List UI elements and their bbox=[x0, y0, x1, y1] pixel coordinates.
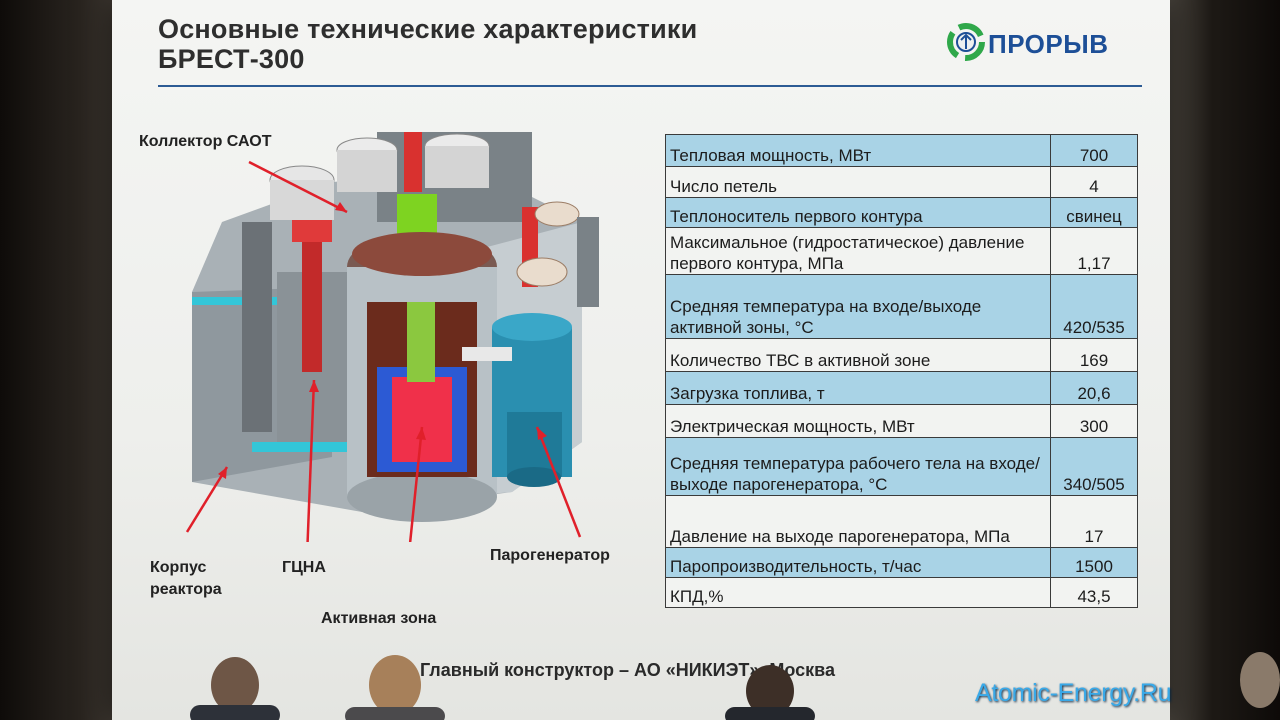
spec-value: 700 bbox=[1050, 134, 1138, 167]
table-row: Давление на выходе парогенератора, МПа 1… bbox=[665, 495, 1138, 548]
spec-param: Электрическая мощность, МВт bbox=[665, 404, 1051, 438]
logo-text: ПРОРЫВ bbox=[988, 29, 1109, 59]
table-row: Средняя температура рабочего тела на вхо… bbox=[665, 437, 1138, 496]
spec-param: Паропроизводительность, т/час bbox=[665, 547, 1051, 578]
spec-value: 1500 bbox=[1050, 547, 1138, 578]
spec-value: 43,5 bbox=[1050, 577, 1138, 608]
spec-param: Средняя температура на входе/выходе акти… bbox=[665, 274, 1051, 339]
table-row: Тепловая мощность, МВт 700 bbox=[665, 134, 1138, 167]
spec-value: 17 bbox=[1050, 495, 1138, 548]
slide-title: Основные технические характеристики БРЕС… bbox=[158, 14, 697, 74]
spec-param: Загрузка топлива, т bbox=[665, 371, 1051, 405]
spec-param: Количество ТВС в активной зоне bbox=[665, 338, 1051, 372]
title-divider bbox=[158, 85, 1142, 87]
spec-param: Число петель bbox=[665, 166, 1051, 198]
spec-param: Максимальное (гидростатическое) давление… bbox=[665, 227, 1051, 275]
table-row: Теплоноситель первого контура свинец bbox=[665, 197, 1138, 228]
specs-table: Тепловая мощность, МВт 700 Число петель … bbox=[665, 134, 1138, 608]
table-row: Загрузка топлива, т 20,6 bbox=[665, 371, 1138, 405]
proryv-logo: ПРОРЫВ bbox=[944, 20, 1144, 68]
slide-title-line1: Основные технические характеристики bbox=[158, 14, 698, 44]
spec-value: 1,17 bbox=[1050, 227, 1138, 275]
reactor-cutaway-illustration bbox=[185, 132, 599, 542]
person-silhouette bbox=[725, 665, 815, 720]
label-collector-saot: Коллектор САОТ bbox=[139, 133, 272, 150]
recycle-logo-icon bbox=[947, 23, 985, 61]
person-silhouette bbox=[190, 657, 280, 720]
spec-value: 420/535 bbox=[1050, 274, 1138, 339]
table-row: КПД,% 43,5 bbox=[665, 577, 1138, 608]
table-row: Электрическая мощность, МВт 300 bbox=[665, 404, 1138, 438]
person-silhouette bbox=[1240, 652, 1280, 708]
label-reactor-vessel-line1: Корпус bbox=[150, 559, 207, 576]
label-active-core: Активная зона bbox=[321, 610, 437, 627]
spec-param: Давление на выходе парогенератора, МПа bbox=[665, 495, 1051, 548]
spec-param: Тепловая мощность, МВт bbox=[665, 134, 1051, 167]
table-row: Средняя температура на входе/выходе акти… bbox=[665, 274, 1138, 339]
watermark: Atomic-Energy.Ru bbox=[975, 679, 1172, 707]
label-reactor-vessel: Корпус реактора bbox=[150, 557, 222, 601]
spec-value: 169 bbox=[1050, 338, 1138, 372]
spec-param: КПД,% bbox=[665, 577, 1051, 608]
table-row: Паропроизводительность, т/час 1500 bbox=[665, 547, 1138, 578]
spec-value: 300 bbox=[1050, 404, 1138, 438]
spec-param: Теплоноситель первого контура bbox=[665, 197, 1051, 228]
label-steam-generator: Парогенератор bbox=[490, 547, 610, 564]
room-background-left bbox=[0, 0, 118, 720]
table-row: Число петель 4 bbox=[665, 166, 1138, 198]
spec-value: свинец bbox=[1050, 197, 1138, 228]
room-background-right bbox=[1168, 0, 1280, 720]
chief-designer-footer: Главный конструктор – АО «НИКИЭТ», Москв… bbox=[420, 660, 836, 680]
table-row: Количество ТВС в активной зоне 169 bbox=[665, 338, 1138, 372]
table-row: Максимальное (гидростатическое) давление… bbox=[665, 227, 1138, 275]
spec-value: 340/505 bbox=[1050, 437, 1138, 496]
spec-value: 4 bbox=[1050, 166, 1138, 198]
person-silhouette bbox=[345, 655, 445, 720]
projected-slide: Основные технические характеристики БРЕС… bbox=[112, 0, 1170, 720]
label-reactor-vessel-line2: реактора bbox=[150, 581, 222, 598]
spec-value: 20,6 bbox=[1050, 371, 1138, 405]
spec-param: Средняя температура рабочего тела на вхо… bbox=[665, 437, 1051, 496]
label-main-pump: ГЦНА bbox=[282, 559, 326, 576]
slide-title-line2: БРЕСТ-300 bbox=[158, 44, 305, 74]
